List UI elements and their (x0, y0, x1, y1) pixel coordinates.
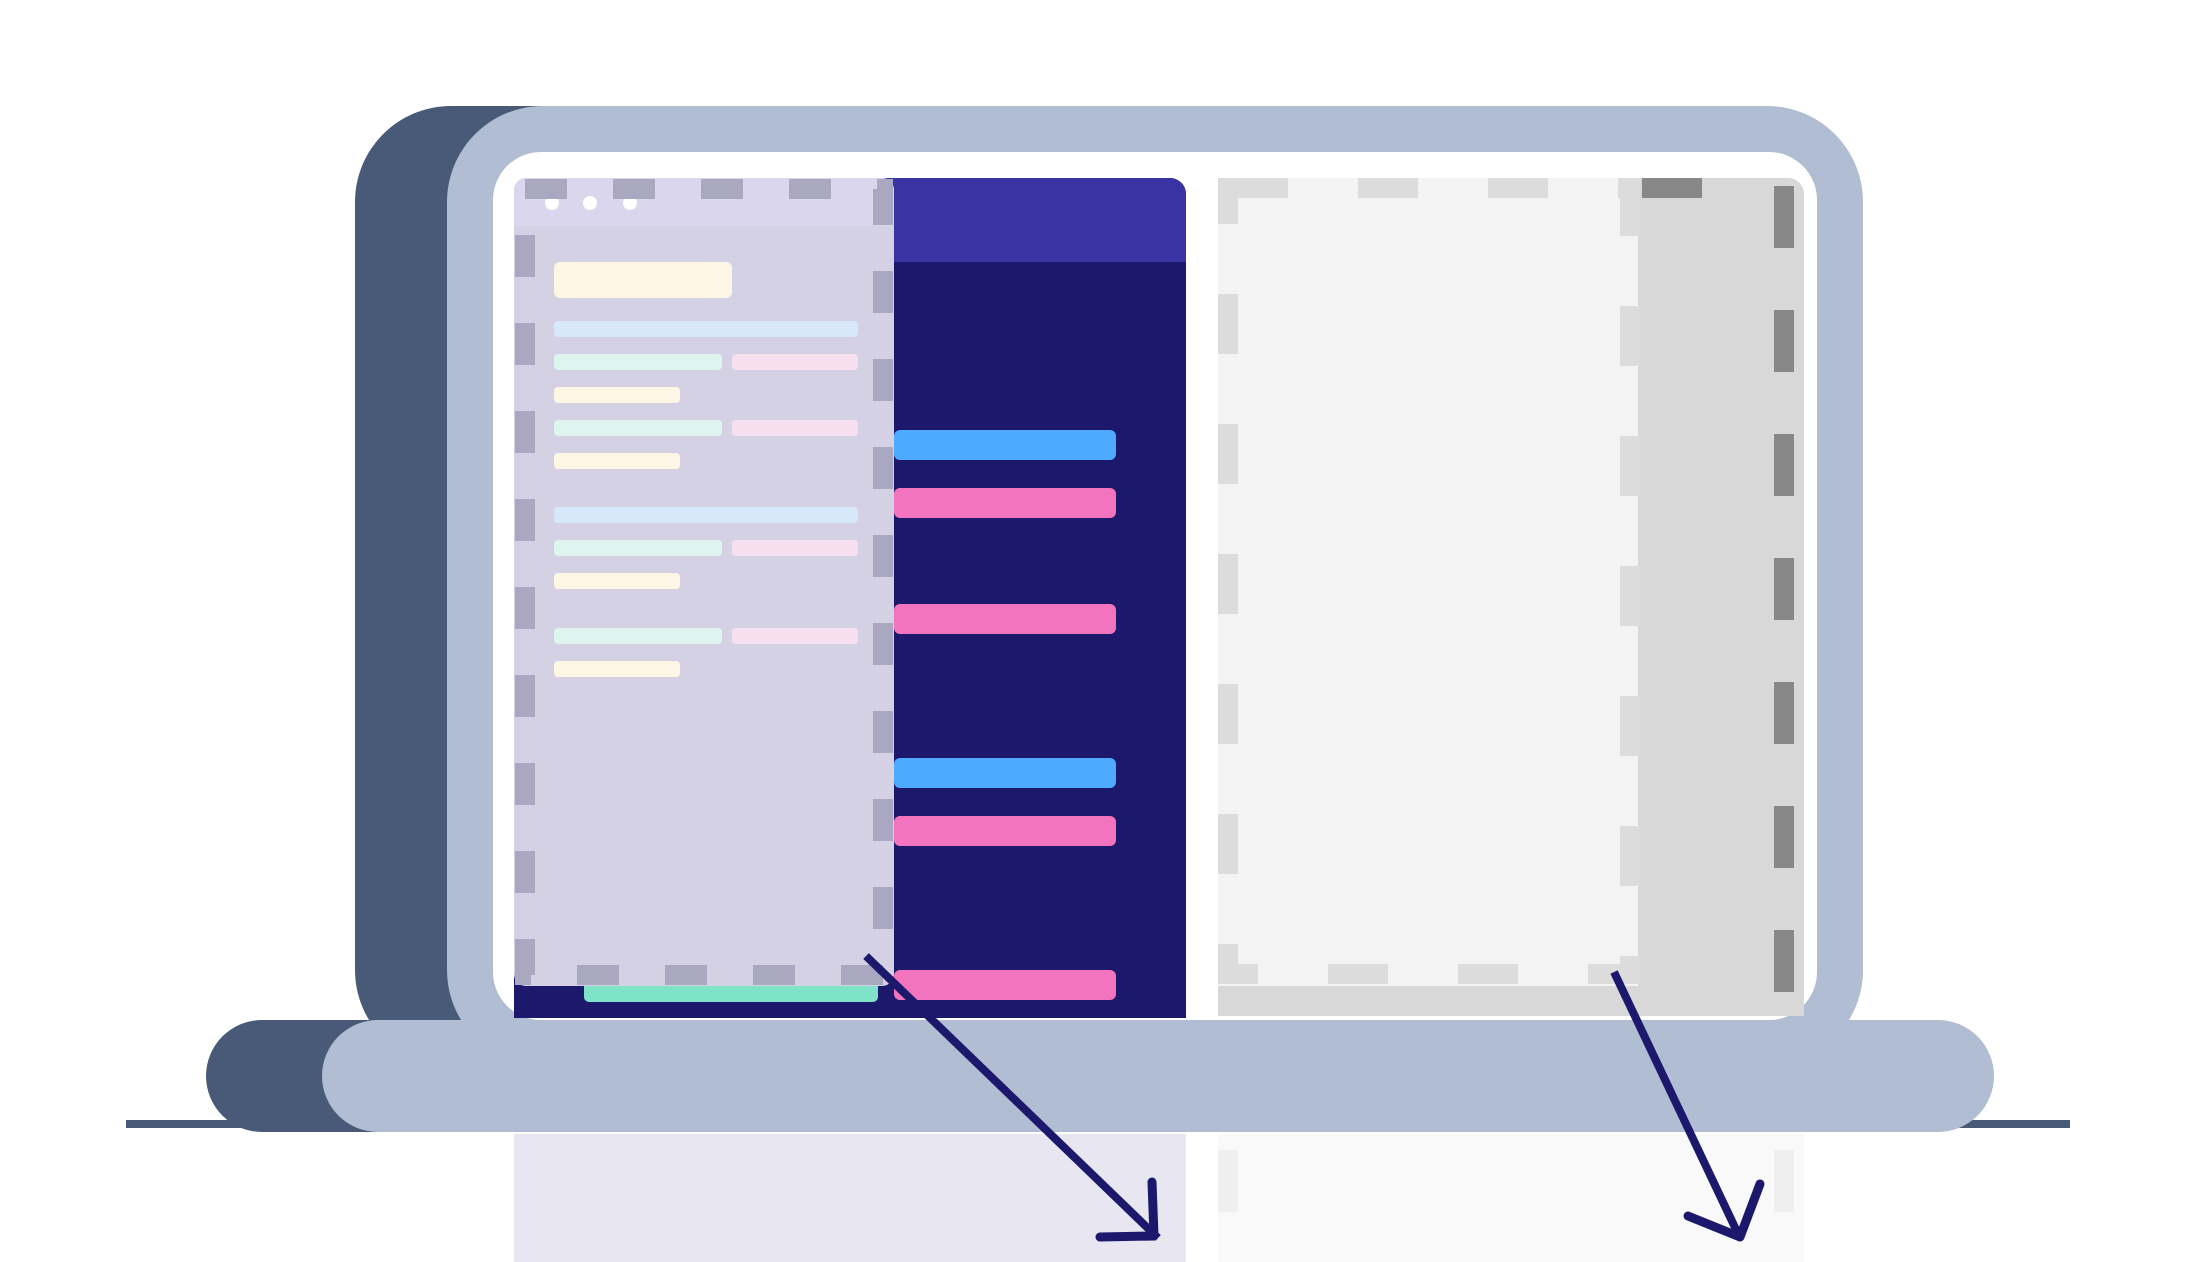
blue-bar (894, 430, 1116, 460)
left-window-placeholder (514, 178, 894, 986)
pink-bar (894, 816, 1116, 846)
right-move-arrow (1610, 970, 1765, 1242)
pink-bar (894, 970, 1116, 1000)
arrowhead-icon (1683, 1179, 1765, 1242)
laptop-base (322, 1020, 1994, 1132)
left-reflection (514, 1134, 1186, 1262)
window-dot-icon (545, 196, 559, 210)
window-dot-icon (583, 196, 597, 210)
right-app-panel (1218, 178, 1804, 1016)
blue-bar (894, 758, 1116, 788)
pink-bar (894, 604, 1116, 634)
left-move-arrow (863, 953, 1161, 1242)
right-reflection (1218, 1134, 1804, 1262)
window-dot-icon (623, 196, 637, 210)
pink-bar (894, 488, 1116, 518)
arrowhead-icon (1095, 1177, 1159, 1242)
